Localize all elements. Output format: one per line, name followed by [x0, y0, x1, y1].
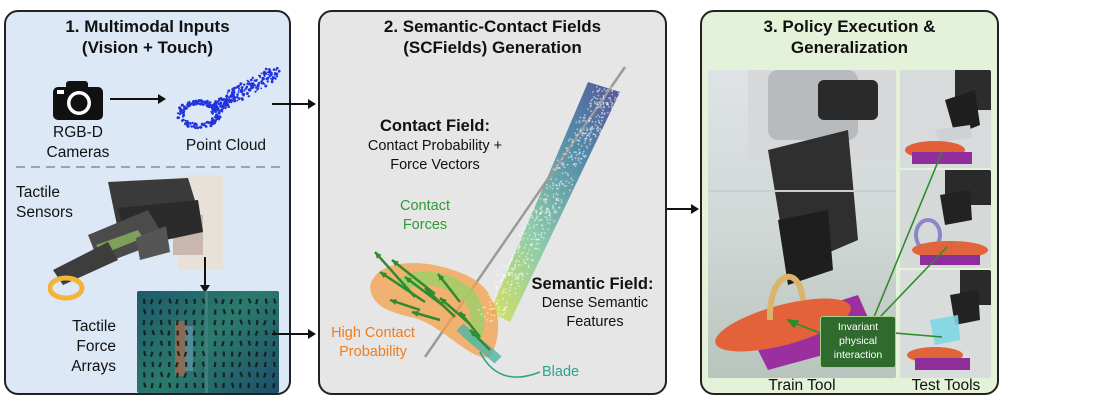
camera-label: RGB-D Cameras — [36, 123, 120, 163]
high-contact-label: High Contact Probability — [322, 324, 424, 362]
arrow-cloud-to-scfields — [272, 99, 316, 109]
semantic-field-title: Semantic Field: — [531, 275, 654, 293]
invariant-line2: physical — [839, 335, 877, 347]
invariant-line1: Invariant — [837, 321, 879, 333]
arrow-scfields-to-policy — [667, 204, 699, 214]
contact-forces-label: Contact Forces — [385, 197, 465, 235]
train-tool-label: Train Tool — [768, 377, 836, 394]
scfield-visualization — [370, 66, 627, 378]
divider — [16, 166, 286, 168]
tactile-sensors-line2: Sensors — [16, 204, 73, 221]
arrow-sensor-to-arrays — [200, 257, 210, 293]
panel2-title-line1: 2. Semantic-Contact Fields — [383, 17, 602, 36]
semantic-field-line2: Features — [566, 314, 624, 330]
panel3-title-line2: Generalization — [790, 38, 909, 57]
panel3-title: 3. Policy Execution & Generalization — [702, 16, 997, 58]
blade-label: Blade — [542, 364, 580, 380]
arrow-arrays-to-scfields — [272, 329, 316, 339]
arrow-camera-to-cloud — [110, 94, 166, 104]
camera-label-line2: Cameras — [46, 144, 110, 161]
semantic-field-desc: Dense Semantic Features — [530, 294, 660, 332]
panel2-title: 2. Semantic-Contact Fields (SCFields) Ge… — [320, 16, 665, 58]
high-contact-line2: Probability — [339, 344, 407, 360]
tactile-sensors-label: Tactile Sensors — [16, 183, 86, 223]
test-tool-photo-1 — [900, 70, 991, 168]
point-cloud-image — [176, 66, 281, 130]
tactile-arrays-line2: Force — [76, 338, 116, 355]
contact-forces-line2: Forces — [402, 217, 448, 233]
contact-forces-line1: Contact — [400, 198, 450, 214]
panel3-title-line1: 3. Policy Execution & — [763, 17, 936, 36]
semantic-field-line1: Dense Semantic — [541, 295, 649, 311]
tactile-arrays-label: Tactile Force Arrays — [46, 317, 116, 377]
tactile-arrays-line3: Arrays — [71, 358, 116, 375]
multimodal-inputs-panel: 1. Multimodal Inputs (Vision + Touch) RG… — [4, 10, 291, 395]
test-tool-photo-3 — [900, 270, 991, 378]
tactile-sensor-photo — [48, 170, 226, 310]
contact-field-desc: Contact Probability + Force Vectors — [340, 137, 530, 175]
invariant-interaction-box: Invariant physical interaction — [820, 316, 896, 368]
panel2-title-line2: (SCFields) Generation — [403, 38, 582, 57]
camera-label-line1: RGB-D — [53, 124, 103, 141]
test-tools-label: Test Tools — [911, 377, 981, 394]
contact-field-title: Contact Field: — [380, 117, 490, 135]
panel1-title: 1. Multimodal Inputs (Vision + Touch) — [6, 16, 289, 58]
tactile-arrays-line1: Tactile — [72, 318, 116, 335]
point-cloud-label: Point Cloud — [185, 137, 267, 154]
panel1-title-line2: (Vision + Touch) — [81, 38, 214, 57]
contact-field-line2: Force Vectors — [390, 157, 480, 173]
invariant-line3: interaction — [833, 349, 883, 361]
contact-field-line1: Contact Probability + — [367, 138, 503, 154]
camera-icon — [53, 81, 103, 120]
scfields-panel: 2. Semantic-Contact Fields (SCFields) Ge… — [318, 10, 667, 395]
tactile-sensors-line1: Tactile — [16, 184, 60, 201]
high-contact-line1: High Contact — [331, 325, 415, 341]
policy-execution-panel: 3. Policy Execution & Generalization — [700, 10, 999, 395]
panel1-title-line1: 1. Multimodal Inputs — [65, 17, 230, 36]
tactile-force-arrays-image — [137, 291, 279, 393]
